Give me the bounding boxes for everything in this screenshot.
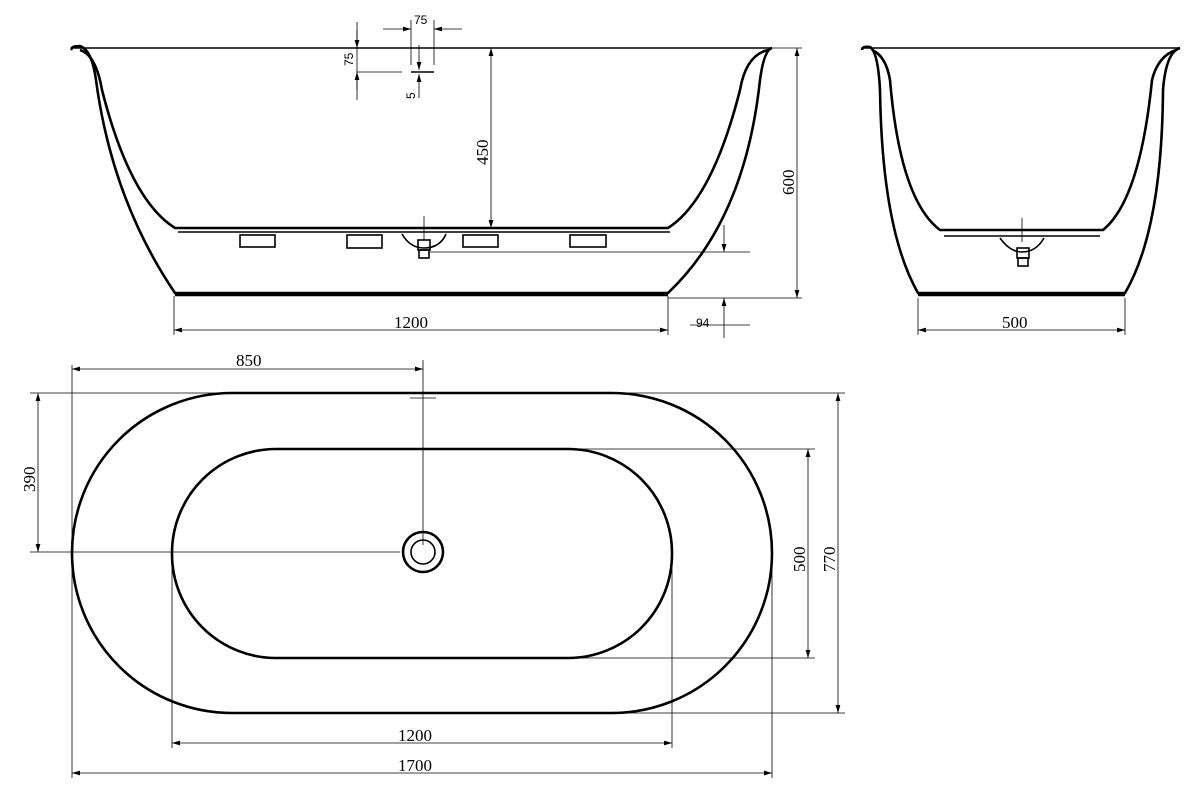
base-length-dimension: 1200 (173, 296, 669, 335)
drain-x-label: 850 (236, 351, 262, 370)
side-outer-shell (860, 45, 1181, 295)
front-view: 75 75 5 450 600 94 (70, 13, 802, 338)
plan-view: 850 390 500 770 1200 (20, 351, 845, 778)
inner-basin (79, 48, 769, 230)
overflow-height-label: 75 (342, 52, 356, 66)
drain-y-label: 390 (20, 467, 39, 493)
total-length-label: 1700 (398, 756, 432, 775)
drain-height-dimension: 94 (430, 225, 750, 338)
support-feet (239, 234, 607, 249)
total-length-dimension: 1700 (71, 555, 773, 778)
inner-width-dimension: 500 (560, 448, 815, 659)
outer-rim-outline (70, 391, 774, 715)
overflow-dimension: 75 75 5 (342, 13, 462, 100)
side-inner-basin (871, 48, 1177, 232)
drain-assembly (401, 216, 447, 259)
inner-length-dimension: 1200 (171, 550, 673, 748)
total-width-label: 770 (820, 547, 839, 573)
side-width-dimension: 500 (917, 298, 1126, 335)
inner-depth-dimension: 450 (473, 48, 494, 228)
side-width-label: 500 (1002, 313, 1028, 332)
outer-shell (70, 44, 773, 295)
inner-depth-label: 450 (473, 140, 492, 166)
inner-width-label: 500 (790, 547, 809, 573)
drain-height-label: 94 (696, 316, 710, 330)
total-width-dimension: 770 (420, 392, 845, 714)
base-length-label: 1200 (394, 313, 428, 332)
side-view: 500 (860, 45, 1181, 335)
inner-basin-outline (170, 447, 674, 660)
drain-y-dimension: 390 (20, 392, 400, 553)
drain-x-dimension: 850 (71, 351, 436, 555)
height-dimension: 600 (668, 47, 802, 299)
total-height-label: 600 (779, 170, 798, 196)
inner-length-label: 1200 (398, 726, 432, 745)
overflow-offset-label: 5 (404, 92, 418, 99)
overflow-width-label: 75 (414, 13, 428, 27)
